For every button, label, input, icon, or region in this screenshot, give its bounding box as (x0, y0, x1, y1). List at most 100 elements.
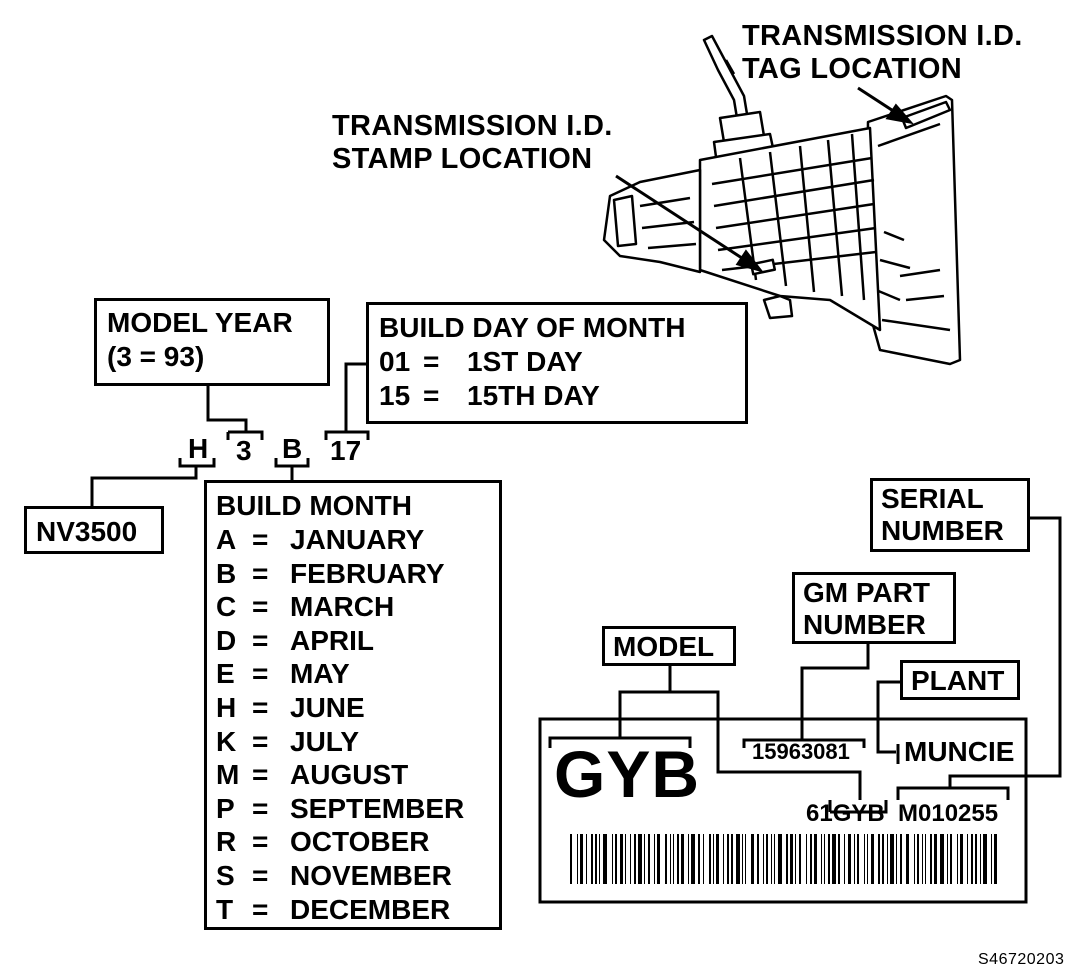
build-month-value: APRIL (290, 624, 374, 656)
barcode-bar (806, 834, 807, 884)
build-month-code: K (216, 725, 237, 757)
barcode-bar (603, 834, 607, 884)
nv3500-box: NV3500 (24, 506, 164, 554)
barcode-bar (832, 834, 836, 884)
build-month-code: R (216, 826, 237, 858)
barcode-bar (654, 834, 655, 884)
tag-part-number: 15963081 (752, 739, 850, 764)
barcode-bar (577, 834, 578, 884)
barcode-bar (896, 834, 897, 884)
model-year-example: (3 = 93) (107, 341, 205, 372)
barcode-bar (914, 834, 915, 884)
build-month-equals: = (252, 759, 269, 791)
build-month-equals: = (252, 524, 269, 555)
build-month-equals: = (252, 859, 269, 891)
tag-location-label: TRANSMISSION I.D. TAG LOCATION (742, 20, 1023, 86)
barcode-bar (795, 834, 796, 884)
figure-id: S46720203 (978, 951, 1065, 968)
model-year-title: MODEL YEAR (107, 307, 293, 338)
barcode-bar (864, 834, 865, 884)
barcode-bar (991, 834, 992, 884)
tag-model-code: GYB (554, 737, 701, 811)
barcode-bar (854, 834, 855, 884)
plant-label: PLANT (911, 665, 1005, 696)
serial-line2: NUMBER (881, 515, 1004, 546)
barcode-bar (698, 834, 700, 884)
build-month-equals: = (252, 826, 269, 858)
build-month-equals: = (252, 557, 269, 589)
build-month-value: AUGUST (290, 759, 409, 791)
barcode-bar (950, 834, 952, 884)
tag-plant-name: MUNCIE (904, 736, 1015, 767)
build-month-value: SEPTEMBER (290, 792, 465, 824)
barcode-bar (778, 834, 782, 884)
barcode-bar (857, 834, 859, 884)
barcode-bar (906, 834, 909, 884)
build-day-equals: = (423, 380, 440, 411)
barcode-bar (774, 834, 775, 884)
barcode-bar (745, 834, 746, 884)
barcode-bar (900, 834, 902, 884)
barcode-bar (799, 834, 801, 884)
barcode-bar (612, 834, 613, 884)
barcode-bar (727, 834, 729, 884)
barcode (570, 834, 997, 884)
barcode-bar (922, 834, 923, 884)
barcode-bar (925, 834, 926, 884)
build-day-row: 15=15TH DAY (379, 379, 745, 413)
build-month-code: E (216, 658, 235, 690)
model-year-box: MODEL YEAR (3 = 93) (94, 298, 330, 386)
barcode-bar (620, 834, 623, 884)
barcode-bar (630, 834, 631, 884)
build-month-row: H=JUNE (216, 691, 499, 725)
barcode-bar (934, 834, 937, 884)
barcode-bar (786, 834, 788, 884)
serial-number-box: SERIAL NUMBER (870, 478, 1030, 552)
build-day-row: 01=1ST DAY (379, 345, 745, 379)
barcode-bar (615, 834, 617, 884)
stamp-code-char-3: B (282, 433, 303, 464)
build-month-equals: = (252, 591, 269, 623)
stamp-location-label: TRANSMISSION I.D. STAMP LOCATION (332, 110, 613, 176)
build-month-equals: = (252, 893, 269, 925)
gm-part-line1: GM PART (803, 577, 931, 608)
callout-arrows (615, 86, 914, 273)
barcode-bar (848, 834, 851, 884)
build-month-equals: = (252, 658, 269, 690)
barcode-bar (681, 834, 684, 884)
build-month-value: FEBRUARY (290, 557, 445, 589)
barcode-bar (882, 834, 884, 884)
build-month-row: T = DECEMBER (216, 893, 499, 927)
build-month-code: A (216, 524, 237, 555)
barcode-bar (975, 834, 977, 884)
barcode-bar (960, 834, 963, 884)
build-month-code: P (216, 792, 235, 824)
nv3500-label: NV3500 (36, 516, 138, 547)
barcode-bar (867, 834, 868, 884)
build-month-title: BUILD MONTH (216, 490, 412, 521)
build-month-value: JUNE (290, 691, 365, 723)
barcode-bar (790, 834, 793, 884)
build-month-code: T (216, 893, 234, 925)
build-month-row: R=OCTOBER (216, 825, 499, 859)
barcode-bar (677, 834, 679, 884)
build-day-equals: = (423, 346, 440, 377)
barcode-bar (580, 834, 583, 884)
barcode-bar (983, 834, 987, 884)
barcode-bar (731, 834, 733, 884)
build-month-row: M=AUGUST (216, 758, 499, 792)
stamp-code-brackets (90, 362, 370, 508)
build-day-code: 01 (379, 346, 411, 377)
build-month-row: E=MAY (216, 657, 499, 691)
barcode-bar (957, 834, 958, 884)
barcode-bar (688, 834, 689, 884)
barcode-bar (890, 834, 894, 884)
build-month-code: B (216, 557, 237, 589)
build-month-code: S (216, 859, 235, 891)
build-month-value: DECEMBER (290, 893, 451, 925)
barcode-bar (967, 834, 968, 884)
barcode-bar (703, 834, 704, 884)
barcode-bar (878, 834, 880, 884)
build-month-row: P=SEPTEMBER (216, 792, 499, 826)
